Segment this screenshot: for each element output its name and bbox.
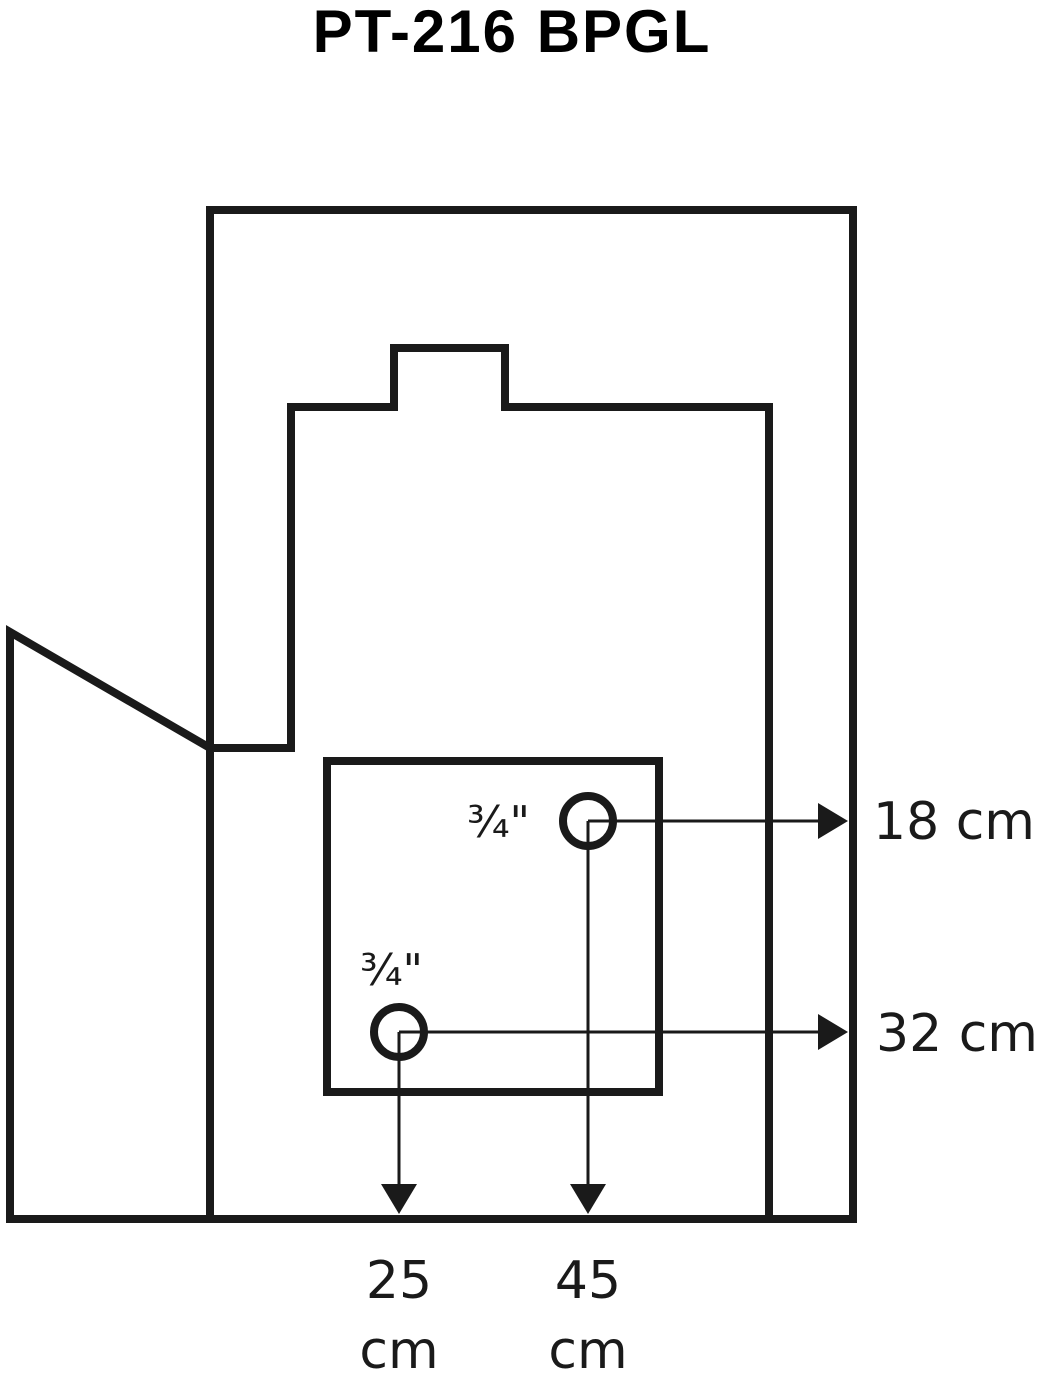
- upper-bottom-arrow-icon: [570, 1184, 606, 1214]
- connection-panel: [323, 757, 663, 1096]
- outer-casing: [206, 206, 857, 1223]
- diagram-title: PT-216 BPGL: [313, 0, 712, 65]
- lower-right-arrow-icon: [818, 1014, 848, 1050]
- lower-offset-value: 25: [366, 1251, 432, 1311]
- lower-height-label: 32 cm: [876, 1004, 1038, 1064]
- lower-offset-unit: cm: [359, 1321, 438, 1375]
- lower-pipe-size-label: ¾": [360, 945, 423, 996]
- upper-offset-value: 45: [555, 1251, 621, 1311]
- upper-right-arrow-icon: [818, 803, 848, 839]
- side-fuel-box: [5, 625, 213, 1223]
- lower-bottom-arrow-icon: [381, 1184, 417, 1214]
- inner-firebox: [210, 344, 773, 1219]
- upper-height-label: 18 cm: [873, 792, 1035, 852]
- upper-offset-unit: cm: [548, 1321, 627, 1375]
- upper-pipe-size-label: ¾": [467, 797, 530, 848]
